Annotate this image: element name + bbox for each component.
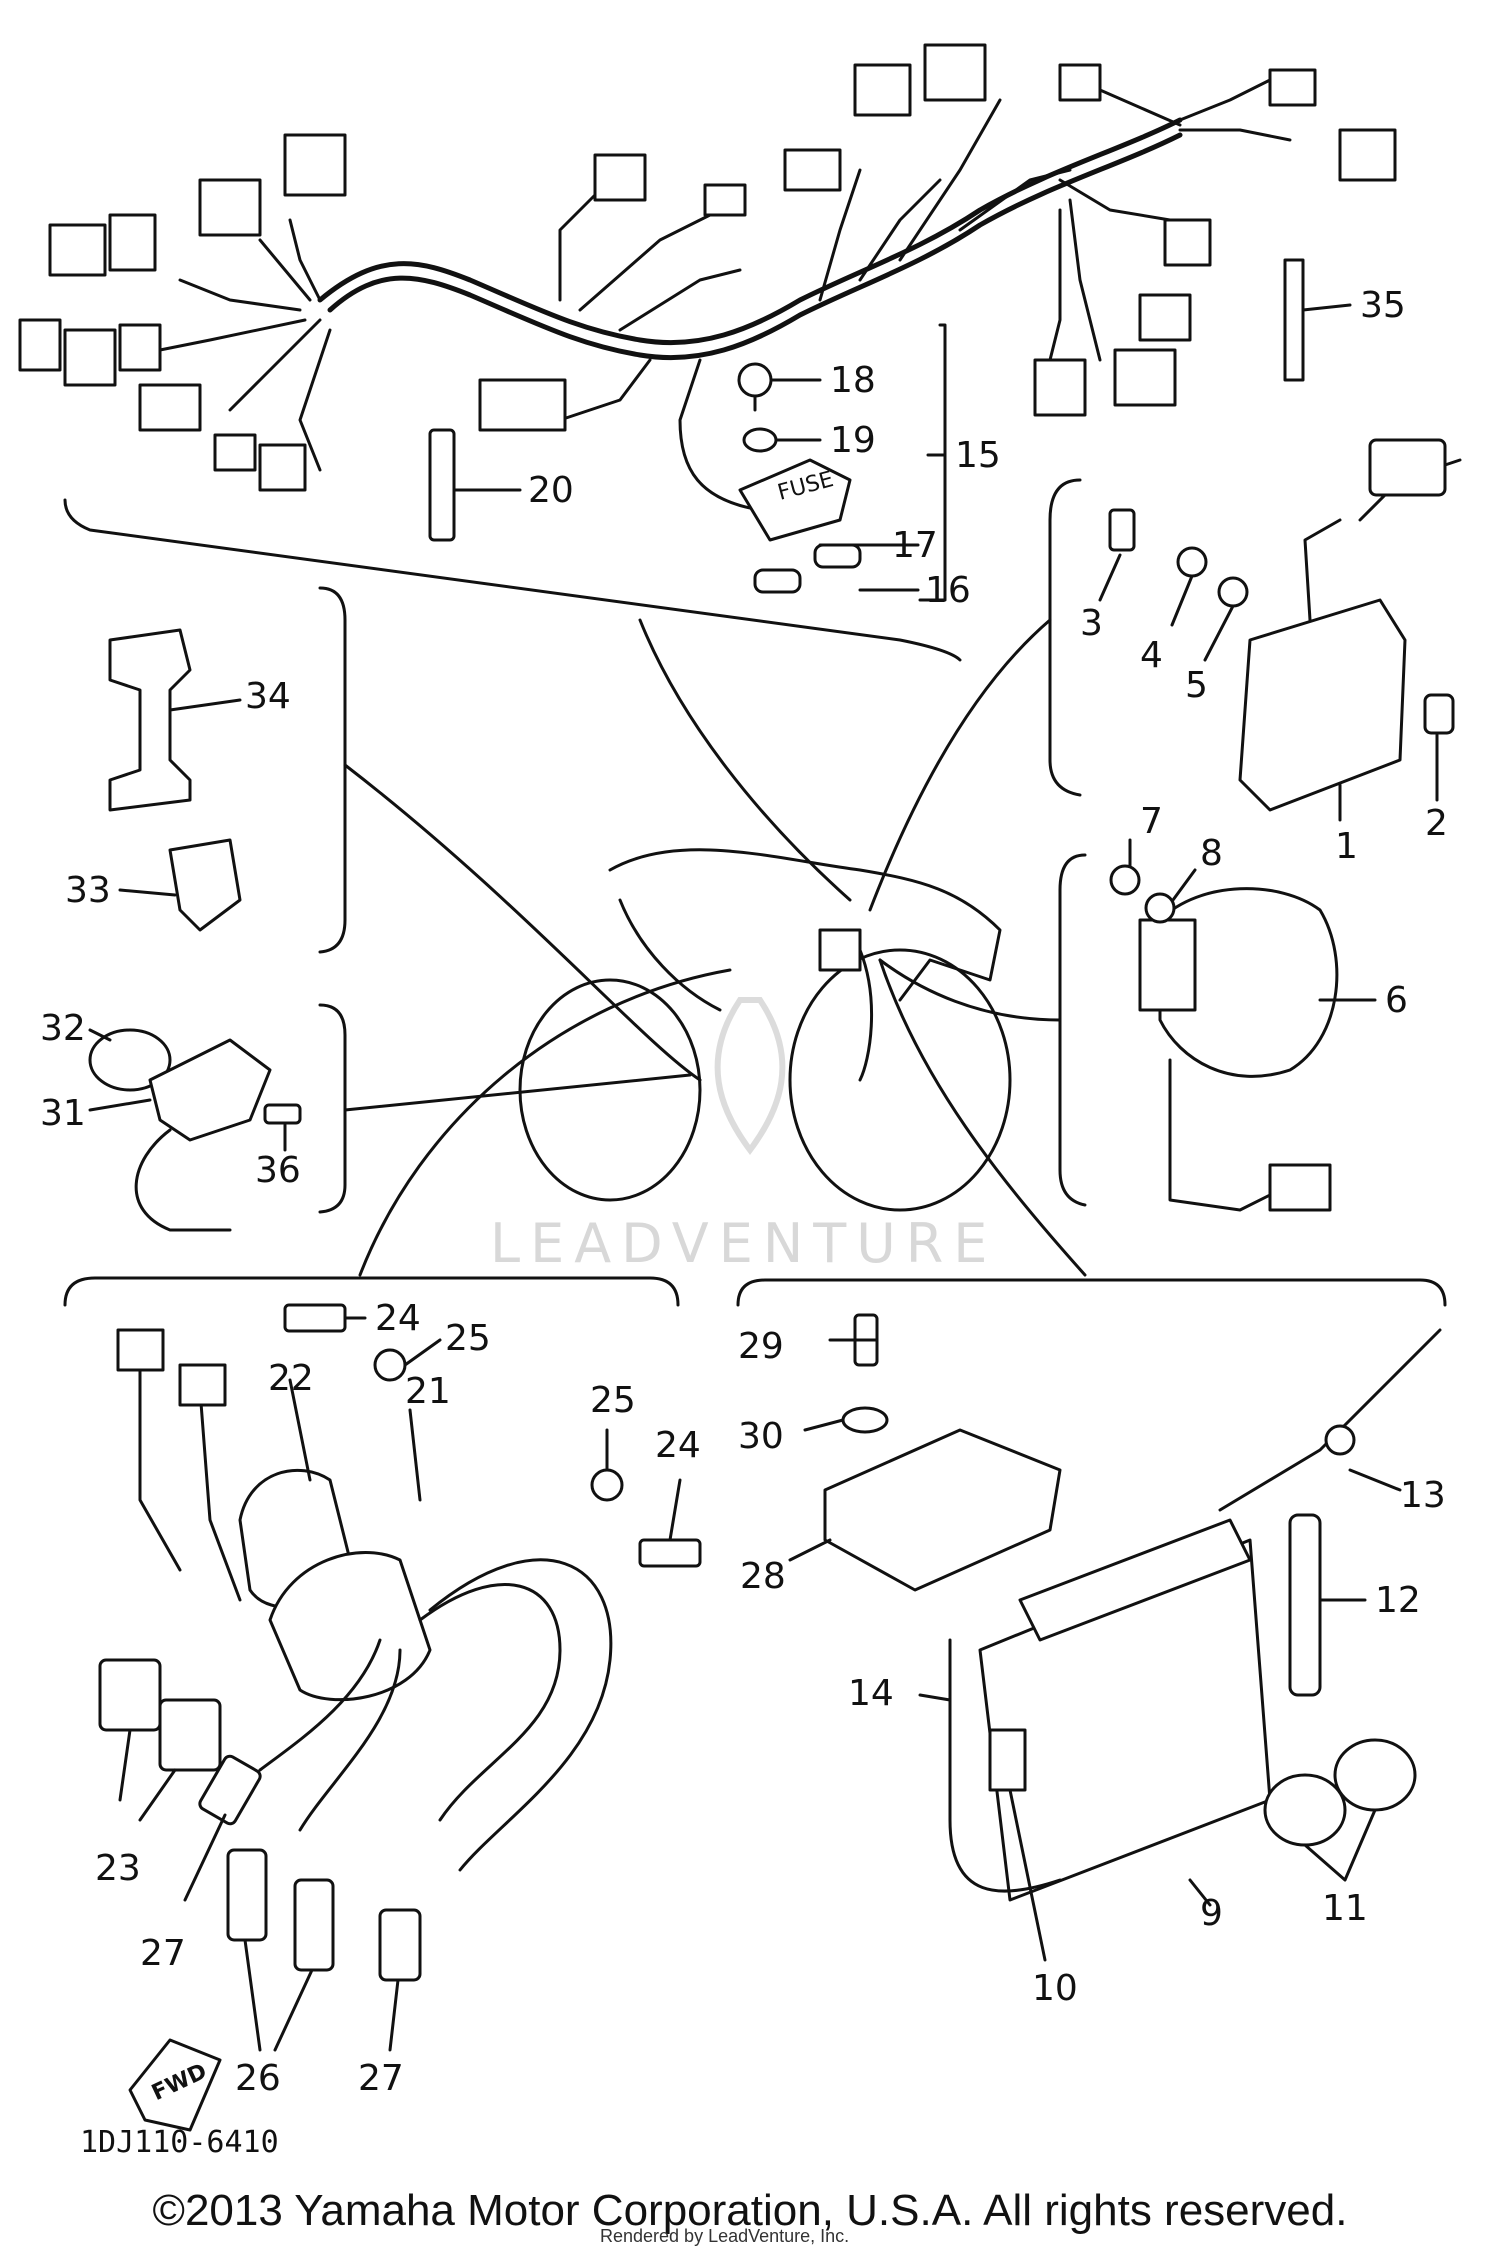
- fwd-arrow: FWD: [128, 2038, 222, 2132]
- callout-11: 11: [1322, 1888, 1368, 1929]
- spark-plug-leads: [258, 1558, 613, 1872]
- callout-24a: 24: [375, 1298, 421, 1339]
- callout-18: 18: [830, 360, 876, 401]
- callout-25a: 25: [445, 1318, 491, 1359]
- battery-9: [978, 1518, 1272, 1902]
- ecu-28: [823, 1428, 1062, 1592]
- callout-27b: 27: [358, 2058, 404, 2099]
- battery-lead-14: [948, 1638, 1062, 1893]
- callout-8: 8: [1200, 833, 1223, 874]
- callout-5: 5: [1185, 665, 1208, 706]
- watermark-text: LEADVENTURE: [490, 1212, 997, 1275]
- plug-cap-27a: [198, 1754, 262, 1826]
- callout-23: 23: [95, 1848, 141, 1889]
- ignitor-unit: [1238, 438, 1462, 812]
- washer-30: [841, 1406, 889, 1434]
- callout-9: 9: [1200, 1893, 1223, 1934]
- callout-3: 3: [1080, 603, 1103, 644]
- callout-29: 29: [738, 1326, 784, 1367]
- callout-31: 31: [40, 1093, 86, 1134]
- nut-7: [1109, 864, 1141, 896]
- callout-13: 13: [1400, 1475, 1446, 1516]
- bolt-3: [1108, 508, 1136, 552]
- plug-cap-26a: [226, 1848, 268, 1942]
- wire-harness: [18, 43, 1397, 512]
- dampers-11: [1263, 1738, 1417, 1847]
- callout-24b: 24: [655, 1425, 701, 1466]
- callout-20: 20: [528, 470, 574, 511]
- callout-7: 7: [1140, 801, 1163, 842]
- callout-33: 33: [65, 870, 111, 911]
- callout-labels: 1 2 3 4 5 6 7 8 9 10 11 12 13 14 15 16 1…: [40, 285, 1448, 2099]
- callout-1: 1: [1335, 826, 1358, 867]
- callout-32: 32: [40, 1008, 86, 1049]
- callout-leaders: [88, 303, 1439, 2052]
- copyright-notice: ©2013 Yamaha Motor Corporation, U.S.A. A…: [152, 2186, 1348, 2235]
- callout-4: 4: [1140, 635, 1163, 676]
- callout-36: 36: [255, 1150, 301, 1191]
- callout-28: 28: [740, 1556, 786, 1597]
- callout-26: 26: [235, 2058, 281, 2099]
- sensor-31: [134, 1038, 272, 1232]
- coil-leads: [116, 1328, 242, 1602]
- callout-34: 34: [245, 676, 291, 717]
- washer-5: [1217, 576, 1249, 608]
- starter-relay: [1138, 887, 1339, 1212]
- screw-18: [737, 362, 773, 412]
- washer-25a: [373, 1348, 407, 1382]
- holder-34: [108, 628, 192, 812]
- fuse-17: [813, 543, 862, 569]
- washer-19: [742, 427, 778, 453]
- plug-cap-26b: [293, 1878, 335, 1972]
- callout-16: 16: [925, 570, 971, 611]
- breather-12: [1288, 1513, 1322, 1697]
- ignition-coil-21: [268, 1551, 432, 1702]
- screw-36: [263, 1103, 302, 1125]
- motorcycle-outline: [518, 848, 1012, 1212]
- fuse-16: [753, 568, 802, 594]
- callout-6: 6: [1385, 980, 1408, 1021]
- callout-15: 15: [955, 435, 1001, 476]
- washer-8: [1144, 892, 1176, 924]
- diagram-code: 1DJ110-6410: [80, 2125, 279, 2160]
- damper-2: [1423, 693, 1455, 735]
- callout-10: 10: [1032, 1968, 1078, 2009]
- callout-17: 17: [892, 525, 938, 566]
- terminal-20: [428, 428, 456, 542]
- rendered-by-credit: Rendered by LeadVenture, Inc.: [600, 2226, 850, 2246]
- callout-2: 2: [1425, 803, 1448, 844]
- plug-cap-27b: [378, 1908, 422, 1982]
- cable-tie-35: [1283, 258, 1305, 382]
- bolt-24a: [283, 1303, 347, 1333]
- callout-27a: 27: [140, 1933, 186, 1974]
- callout-22: 22: [268, 1358, 314, 1399]
- callout-19: 19: [830, 420, 876, 461]
- callout-21: 21: [405, 1371, 451, 1412]
- fuse-box: FUSE: [738, 458, 852, 542]
- callout-14: 14: [848, 1673, 894, 1714]
- callout-30: 30: [738, 1416, 784, 1457]
- clamp-33: [168, 838, 242, 932]
- washer-25b: [590, 1468, 624, 1502]
- cover-23: [98, 1658, 222, 1772]
- o-ring-32: [88, 1028, 172, 1092]
- nut-4: [1176, 546, 1208, 578]
- callout-25b: 25: [590, 1380, 636, 1421]
- bolt-24b: [638, 1538, 702, 1568]
- leadventure-watermark: LEADVENTURE: [490, 997, 997, 1275]
- battery-cable-13: [1218, 1328, 1442, 1512]
- callout-12: 12: [1375, 1580, 1421, 1621]
- leader-arrows: [343, 618, 1087, 1277]
- callout-35: 35: [1360, 285, 1406, 326]
